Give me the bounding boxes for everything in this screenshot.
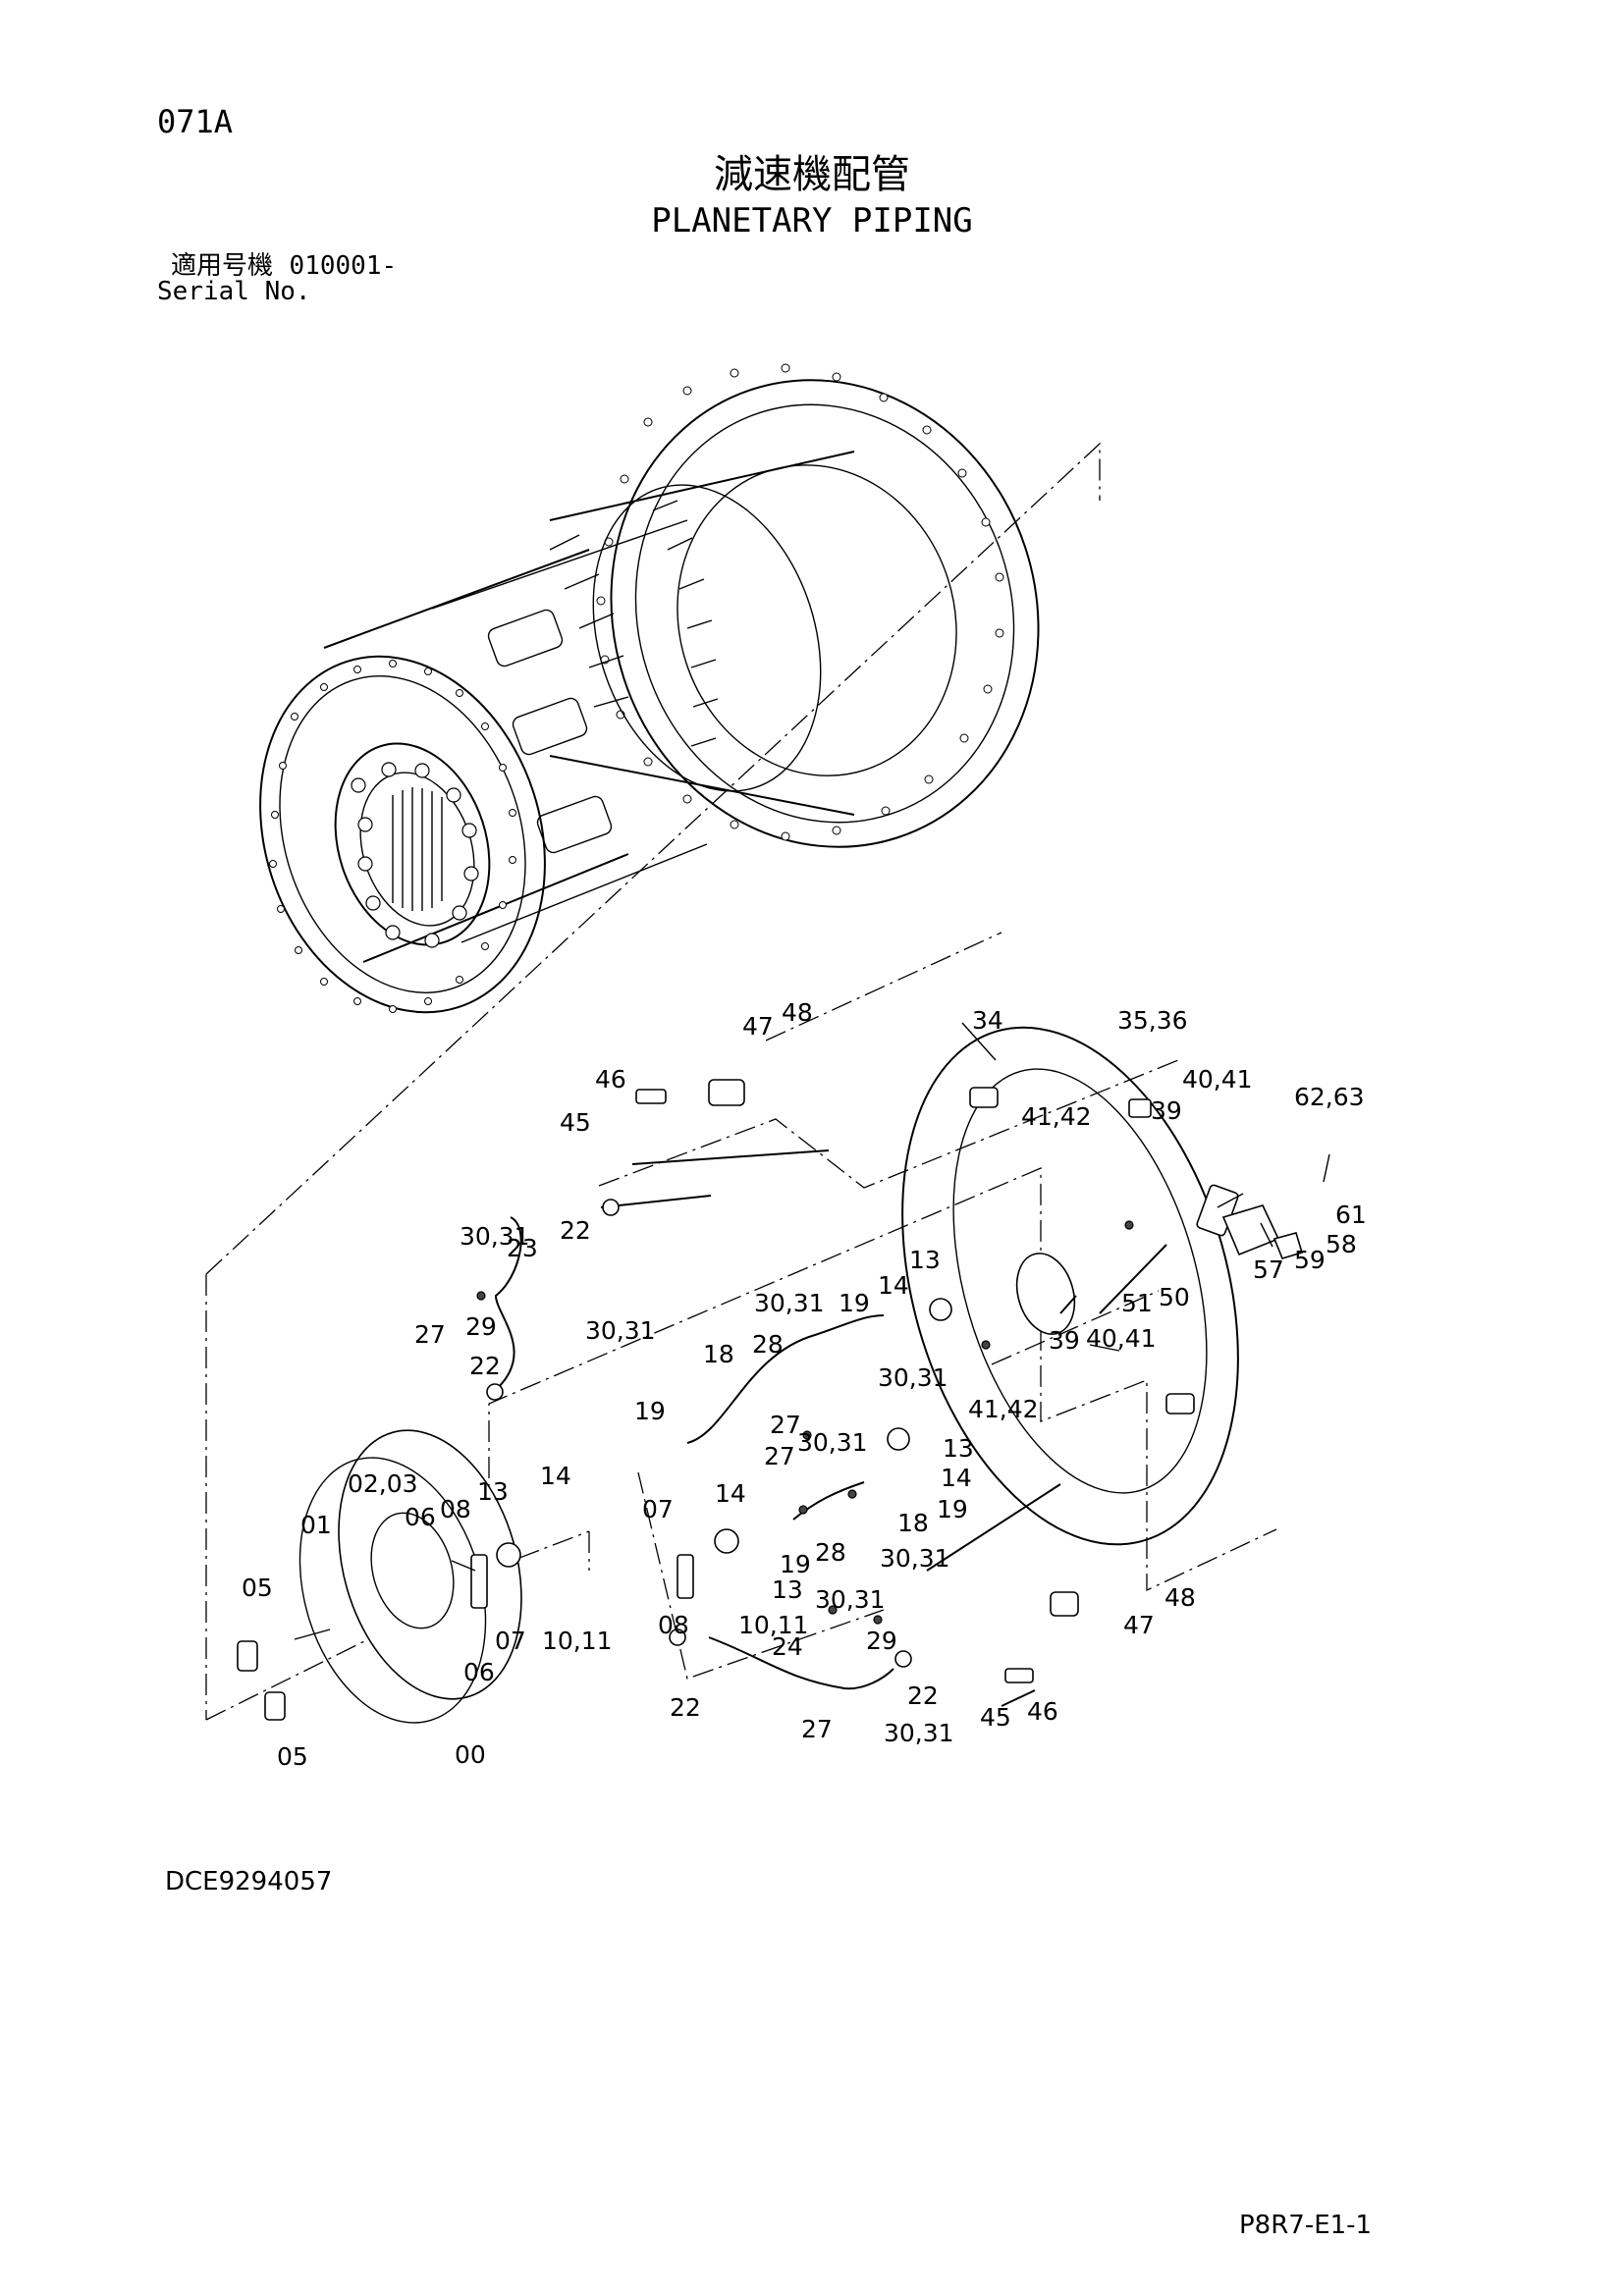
callout-08: 08 [440,1495,471,1523]
callout-59: 59 [1294,1246,1326,1274]
callout-30-31: 30,31 [884,1719,954,1747]
serial-from: 010001- [289,251,398,281]
callout-22: 22 [560,1216,591,1245]
callout-28: 28 [752,1330,784,1359]
callout-29: 29 [465,1312,497,1341]
callout-18: 18 [703,1340,734,1368]
serial-label-japanese: 適用号機 [171,251,274,281]
callout-23: 23 [507,1234,538,1262]
callout-10-11: 10,11 [738,1611,809,1639]
callout-13: 13 [909,1246,941,1274]
callout-01: 01 [300,1511,332,1539]
callout-22: 22 [907,1682,939,1710]
callout-07: 07 [642,1495,674,1523]
callout-39: 39 [1049,1326,1080,1355]
callout-02-03: 02,03 [348,1469,418,1498]
callout-05: 05 [242,1574,273,1602]
callout-40-41: 40,41 [1182,1065,1253,1094]
callout-34: 34 [972,1006,1003,1035]
callout-48: 48 [782,998,813,1027]
callout-22: 22 [670,1693,701,1722]
part-callouts: 00 01 02,03 05 05 06 06 07 07 08 08 10,1… [242,998,1367,1771]
callout-06: 06 [463,1658,495,1686]
callout-13: 13 [772,1575,803,1604]
callout-47: 47 [742,1012,774,1041]
callout-35-36: 35,36 [1117,1006,1188,1035]
callout-27: 27 [764,1442,795,1470]
callout-14: 14 [715,1479,746,1508]
callout-62-63: 62,63 [1294,1083,1365,1111]
callout-24: 24 [772,1632,803,1661]
serial-label: Serial No. [157,277,311,306]
callout-28: 28 [815,1538,846,1567]
callout-19: 19 [839,1289,870,1317]
callout-30-31: 30,31 [878,1363,948,1392]
serial-applicability: 適用号機 010001- [171,253,397,279]
callout-14: 14 [941,1464,972,1492]
callout-50: 50 [1159,1283,1190,1311]
page-title: PLANETARY PIPING [651,201,973,240]
callout-45: 45 [980,1703,1011,1732]
callout-41-42: 41,42 [968,1395,1039,1423]
callout-41-42: 41,42 [1021,1102,1092,1131]
callout-30-31: 30,31 [880,1544,950,1573]
callout-22: 22 [469,1352,501,1380]
callout-14: 14 [540,1462,571,1490]
page-reference: P8R7-E1-1 [1239,2211,1373,2240]
callout-05: 05 [277,1742,308,1771]
callout-10-11: 10,11 [542,1627,613,1655]
callout-45: 45 [560,1108,591,1137]
callout-29: 29 [866,1627,897,1655]
callout-51: 51 [1121,1289,1153,1317]
callout-46: 46 [1027,1697,1058,1726]
callout-61: 61 [1335,1201,1367,1229]
callout-47: 47 [1123,1611,1155,1639]
planetary-reducer-assembly-drawing [259,363,1040,1014]
callout-27: 27 [770,1411,801,1439]
drawing-number: DCE9294057 [165,1867,333,1896]
callout-27: 27 [801,1715,833,1743]
callout-19: 19 [937,1495,968,1523]
callout-30-31: 30,31 [754,1289,825,1317]
callout-27: 27 [414,1320,446,1349]
parts-artwork [237,1026,1303,1724]
callout-14: 14 [878,1271,909,1300]
callout-06: 06 [405,1503,436,1531]
page-code: 071A [157,103,234,140]
callout-30-31: 30,31 [460,1222,530,1251]
callout-48: 48 [1164,1583,1196,1612]
callout-13: 13 [943,1434,974,1463]
callout-19: 19 [780,1550,811,1578]
callout-18: 18 [897,1509,929,1537]
leader-lines [294,1022,1330,1640]
callout-40-41: 40,41 [1086,1324,1157,1353]
page-title-japanese: 減速機配管 [714,152,910,197]
callout-39: 39 [1151,1096,1182,1125]
callout-30-31: 30,31 [585,1316,656,1345]
callout-30-31: 30,31 [815,1585,886,1614]
callout-08: 08 [658,1611,689,1639]
callout-07: 07 [495,1627,526,1655]
callout-30-31: 30,31 [797,1428,868,1457]
callout-46: 46 [595,1065,626,1094]
callout-57: 57 [1253,1255,1284,1284]
callout-13: 13 [477,1477,509,1506]
callout-58: 58 [1326,1230,1357,1258]
callout-00: 00 [455,1740,486,1769]
callout-19: 19 [634,1397,666,1425]
